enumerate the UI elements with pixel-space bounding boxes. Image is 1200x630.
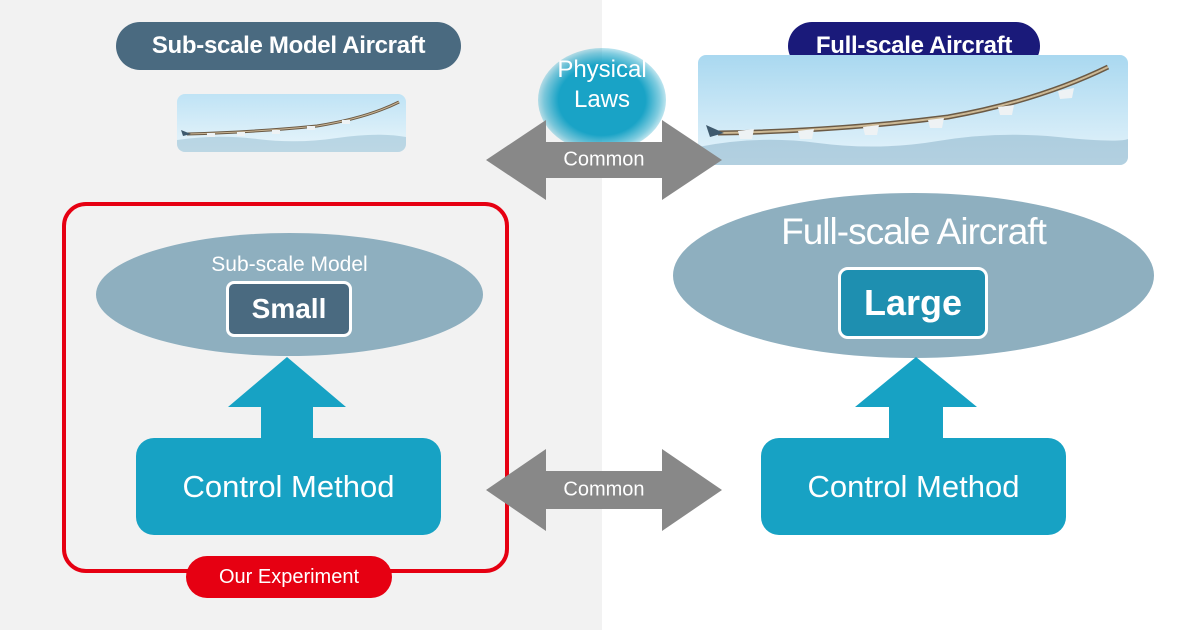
physical-laws-glow xyxy=(538,48,666,152)
sub-scale-model-title: Sub-scale Model xyxy=(211,253,368,276)
large-size-badge: Large xyxy=(838,267,988,339)
full-scale-aircraft-ellipse: Full-scale Aircraft Large xyxy=(673,193,1154,358)
left-up-arrow xyxy=(228,357,346,441)
physical-laws-label: Physical Laws xyxy=(538,55,666,115)
common-physics-arrow: Common xyxy=(486,120,722,200)
full-scale-aircraft-photo xyxy=(698,55,1128,165)
sub-scale-aircraft-photo xyxy=(177,94,406,152)
full-scale-aircraft-title: Full-scale Aircraft xyxy=(781,211,1047,252)
right-control-method: Control Method xyxy=(761,438,1066,535)
physical-laws-text: Physical Laws xyxy=(557,56,647,113)
our-experiment-label: Our Experiment xyxy=(186,556,392,598)
sub-scale-header: Sub-scale Model Aircraft xyxy=(116,22,461,70)
sub-scale-model-ellipse: Sub-scale Model Small xyxy=(96,233,483,356)
left-control-method: Control Method xyxy=(136,438,441,535)
common-physics-label: Common xyxy=(563,148,645,171)
common-control-arrow: Common xyxy=(486,449,722,531)
common-control-label: Common xyxy=(563,478,645,501)
small-size-badge: Small xyxy=(226,281,352,337)
right-up-arrow xyxy=(855,357,977,441)
